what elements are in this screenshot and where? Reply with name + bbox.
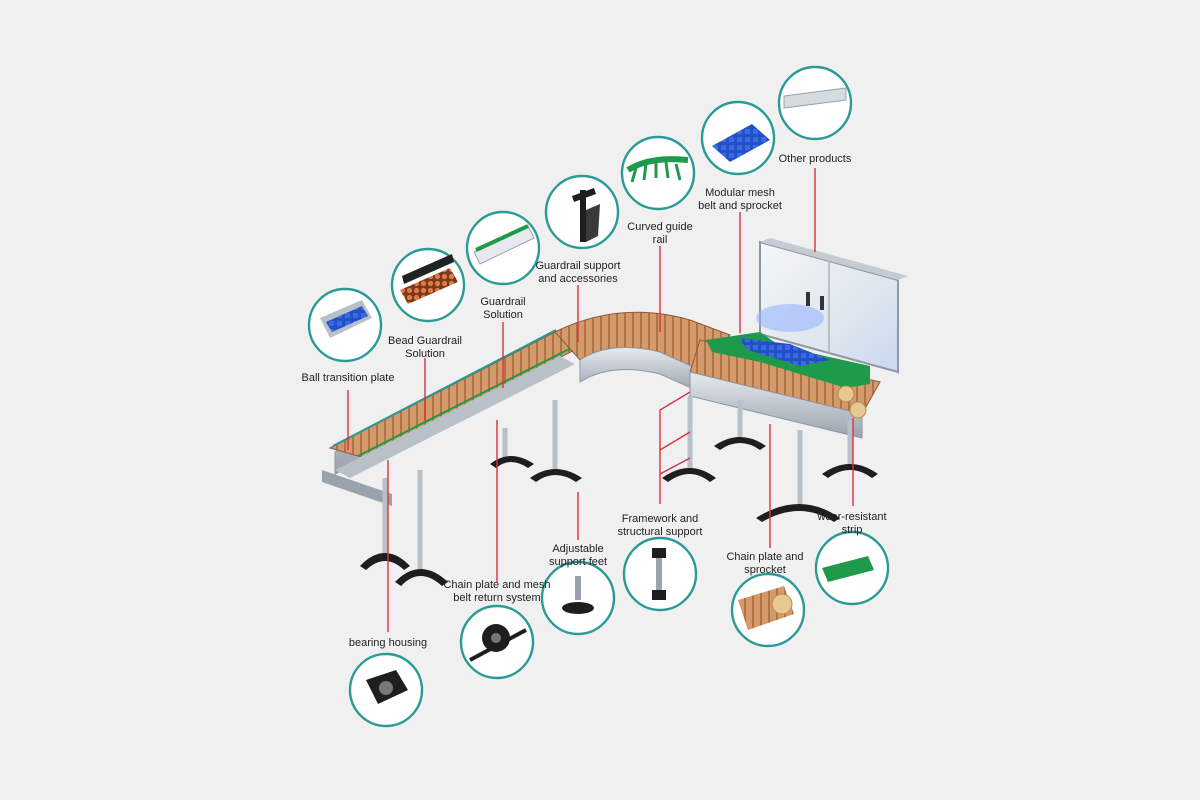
modular-mesh-belt-thumbnail [700,100,776,176]
bead-guardrail-thumbnail [390,247,466,323]
bearing-housing-thumbnail [348,652,424,728]
conveyor-machine [322,238,908,586]
chain-plate-return-thumbnail [459,604,535,680]
support-legs [382,396,853,575]
label-ball-transition-plate: Ball transition plate [302,372,395,384]
adjustable-feet-thumbnail [540,560,616,636]
chain-plate-sprocket-thumbnail [730,572,806,648]
ball-transition-plate-thumbnail [307,287,383,363]
wear-resistant-strip-thumbnail [814,530,890,606]
enclosure-cabinet [756,238,908,374]
label-other-products: Other products [779,153,852,165]
guardrail-support-thumbnail [544,174,620,250]
curve-section [554,311,731,393]
support-feet [360,437,878,586]
other-products-thumbnail [777,65,853,141]
label-bearing-housing: bearing housing [349,637,427,649]
guardrail-solution-thumbnail [465,210,541,286]
framework-support-thumbnail [622,536,698,612]
right-section [689,332,881,439]
straight-section [322,329,592,506]
leader-lines [347,168,854,632]
curved-guide-rail-thumbnail [620,135,696,211]
